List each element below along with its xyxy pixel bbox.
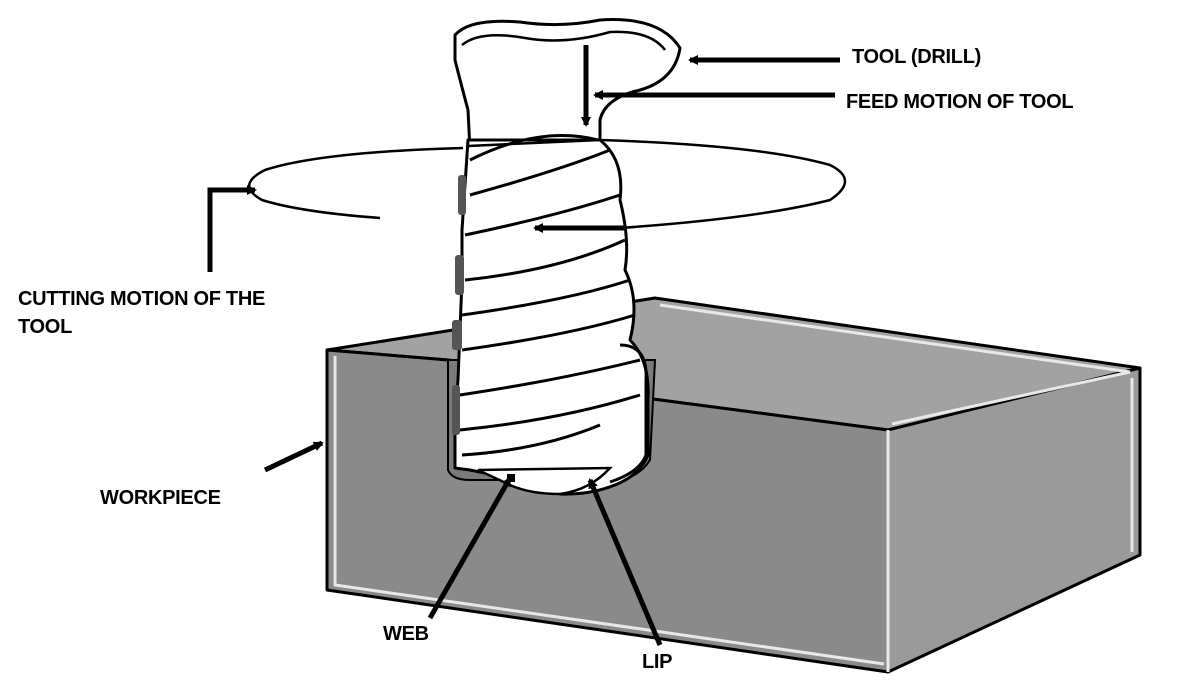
- ellipse-top-connect: [467, 138, 601, 148]
- drill-shank: [453, 18, 682, 152]
- flute-shadow-1: [458, 175, 466, 215]
- cutting-motion-ellipse: [248, 138, 847, 230]
- ellipse-back: [599, 138, 847, 230]
- label-cutting-motion-line2: TOOL: [18, 316, 72, 338]
- label-feed-motion: FEED MOTION OF TOOL: [846, 91, 1074, 113]
- workpiece-top-highlight: [659, 303, 1131, 426]
- ellipse-left: [248, 146, 464, 220]
- drill-tool: [452, 18, 682, 496]
- flute-6: [461, 313, 636, 352]
- flute-2: [469, 148, 611, 197]
- flute-shadow-3: [452, 320, 462, 350]
- leader-lines: [207, 45, 840, 646]
- drill-flute-shadows: [452, 175, 466, 435]
- drill-lip-edge: [609, 343, 648, 484]
- cutting-motion-leader: [207, 185, 257, 272]
- workpiece-block: [325, 296, 1142, 674]
- label-workpiece: WORKPIECE: [100, 487, 221, 509]
- drill-shank-top: [461, 30, 666, 51]
- web-leader: [427, 476, 513, 620]
- flute-shadow-4: [452, 385, 460, 435]
- flute-8: [459, 393, 641, 432]
- flute-1: [469, 134, 599, 162]
- web-mark: [507, 474, 515, 482]
- label-tool-drill: TOOL (DRILL): [852, 46, 981, 68]
- workpiece-leader: [263, 440, 324, 473]
- flute-9: [461, 423, 601, 457]
- flute-shadow-2: [455, 255, 464, 295]
- flute-3: [464, 193, 621, 237]
- lip-leader: [587, 478, 663, 646]
- label-web: WEB: [383, 623, 429, 645]
- workpiece-edge-highlight: [333, 356, 885, 666]
- label-lip: LIP: [642, 651, 673, 673]
- drill-flutes: [459, 134, 641, 457]
- flute-4: [464, 238, 626, 282]
- flute-7: [459, 358, 641, 397]
- label-cutting-motion-line1: CUTTING MOTION OF THE: [18, 288, 266, 310]
- flute-5: [461, 278, 631, 317]
